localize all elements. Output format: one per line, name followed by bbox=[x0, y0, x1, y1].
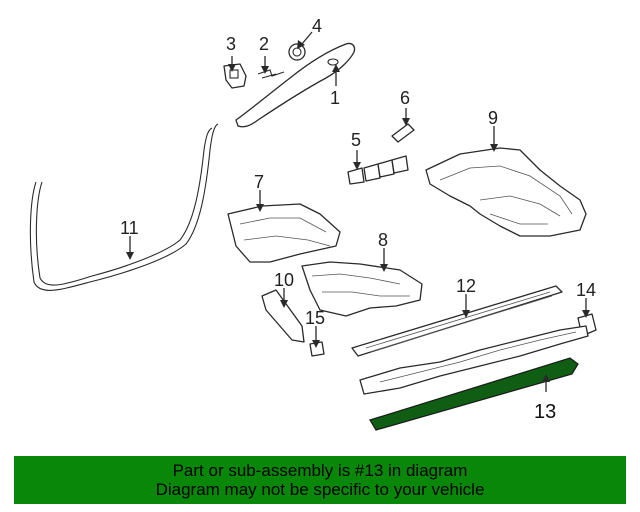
rocker-support-frame bbox=[359, 325, 589, 395]
part-2-clip bbox=[257, 69, 285, 79]
part-3-bracket bbox=[223, 63, 247, 89]
part-5-clips bbox=[347, 155, 409, 185]
part-7-front-carpet bbox=[227, 203, 341, 263]
part-10-side-trim bbox=[261, 289, 305, 343]
parts-diagram: 3 2 4 1 6 5 9 7 11 8 10 12 14 15 13 bbox=[29, 16, 597, 431]
part-12-sill-plate bbox=[351, 285, 563, 357]
part-6-pad bbox=[391, 123, 415, 143]
callout-6: 6 bbox=[400, 88, 410, 108]
info-banner: Part or sub-assembly is #13 in diagram D… bbox=[14, 456, 626, 504]
callout-7: 7 bbox=[254, 172, 264, 192]
callout-4: 4 bbox=[312, 16, 322, 36]
leader-arrowheads bbox=[126, 40, 590, 382]
callout-3: 3 bbox=[226, 34, 236, 54]
callout-11: 11 bbox=[120, 218, 139, 238]
callout-14: 14 bbox=[576, 280, 596, 300]
part-13-rocker-molding[interactable] bbox=[369, 357, 579, 431]
part-8-rear-floor-section bbox=[301, 261, 423, 317]
callout-15: 15 bbox=[305, 308, 325, 328]
part-11-weatherstrip bbox=[29, 123, 219, 291]
callout-13: 13 bbox=[534, 401, 556, 423]
callout-8: 8 bbox=[378, 230, 388, 250]
banner-line-part: Part or sub-assembly is #13 in diagram bbox=[172, 461, 468, 480]
part-9-rear-carpet bbox=[425, 147, 587, 237]
callout-12: 12 bbox=[456, 276, 476, 296]
part-4-grommet bbox=[288, 43, 306, 61]
callout-10: 10 bbox=[274, 270, 294, 290]
callout-9: 9 bbox=[488, 108, 498, 128]
part-1-pillar-trim bbox=[235, 42, 356, 128]
callout-labels: 3 2 4 1 6 5 9 7 11 8 10 12 14 15 13 bbox=[120, 16, 596, 423]
banner-line-disclaimer: Diagram may not be specific to your vehi… bbox=[155, 480, 485, 499]
callout-2: 2 bbox=[259, 34, 269, 54]
callout-5: 5 bbox=[351, 130, 361, 150]
callout-1: 1 bbox=[330, 88, 340, 108]
